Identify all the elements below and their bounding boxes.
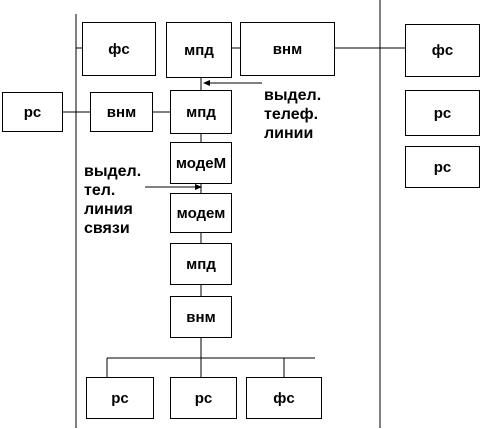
node-label: рс xyxy=(111,389,129,407)
annotation-line: связи xyxy=(84,220,130,237)
node-label: рс xyxy=(433,104,452,122)
annotation-line: линия xyxy=(84,201,133,218)
node-label: мпд xyxy=(186,103,216,121)
rs-box-bottom-1: рс xyxy=(86,377,154,419)
comm-line-annotation: выдел. тел. линия связи xyxy=(84,162,141,238)
rs-box-left: рс xyxy=(2,92,63,132)
annotation-line: выдел. xyxy=(84,163,142,180)
node-label: фс xyxy=(108,40,130,58)
annotation-line: телеф. xyxy=(264,106,319,123)
vnm-box-top: внм xyxy=(240,22,335,76)
node-label: фс xyxy=(273,389,295,407)
annotation-line: тел. xyxy=(84,182,116,199)
rs-box-right-1: рс xyxy=(405,90,480,136)
mpd-box-top: мпд xyxy=(166,22,232,78)
node-label: модеМ xyxy=(175,154,227,172)
annotation-line: выдел. xyxy=(264,87,322,104)
fs-box-right: фс xyxy=(405,24,480,77)
rs-box-bottom-2: рс xyxy=(170,377,237,419)
node-label: мпд xyxy=(184,41,214,59)
annotation-line: линии xyxy=(264,125,314,142)
fs-box-top-left: фс xyxy=(82,22,156,76)
node-label: внм xyxy=(272,40,303,58)
node-label: фс xyxy=(431,42,454,59)
phone-line-annotation: выдел. телеф. линии xyxy=(264,86,321,143)
vnm-box-low: внм xyxy=(170,296,232,338)
node-label: рс xyxy=(433,158,452,176)
node-label: рс xyxy=(194,389,213,407)
node-label: внм xyxy=(106,103,137,121)
arrowhead-phone-line xyxy=(203,80,210,86)
node-label: рс xyxy=(23,103,42,121)
mpd-box-mid: мпд xyxy=(170,90,232,134)
modem-box-1: модеМ xyxy=(170,142,232,184)
arrowhead-comm-line xyxy=(195,184,202,190)
node-label: внм xyxy=(186,308,216,326)
modem-box-2: модем xyxy=(170,193,232,233)
mpd-box-low: мпд xyxy=(170,243,232,285)
node-label: модем xyxy=(176,204,226,222)
fs-box-bottom: фс xyxy=(246,377,322,419)
rs-box-right-2: рс xyxy=(405,146,480,188)
vnm-box-left: внм xyxy=(90,92,153,132)
node-label: мпд xyxy=(186,255,216,273)
